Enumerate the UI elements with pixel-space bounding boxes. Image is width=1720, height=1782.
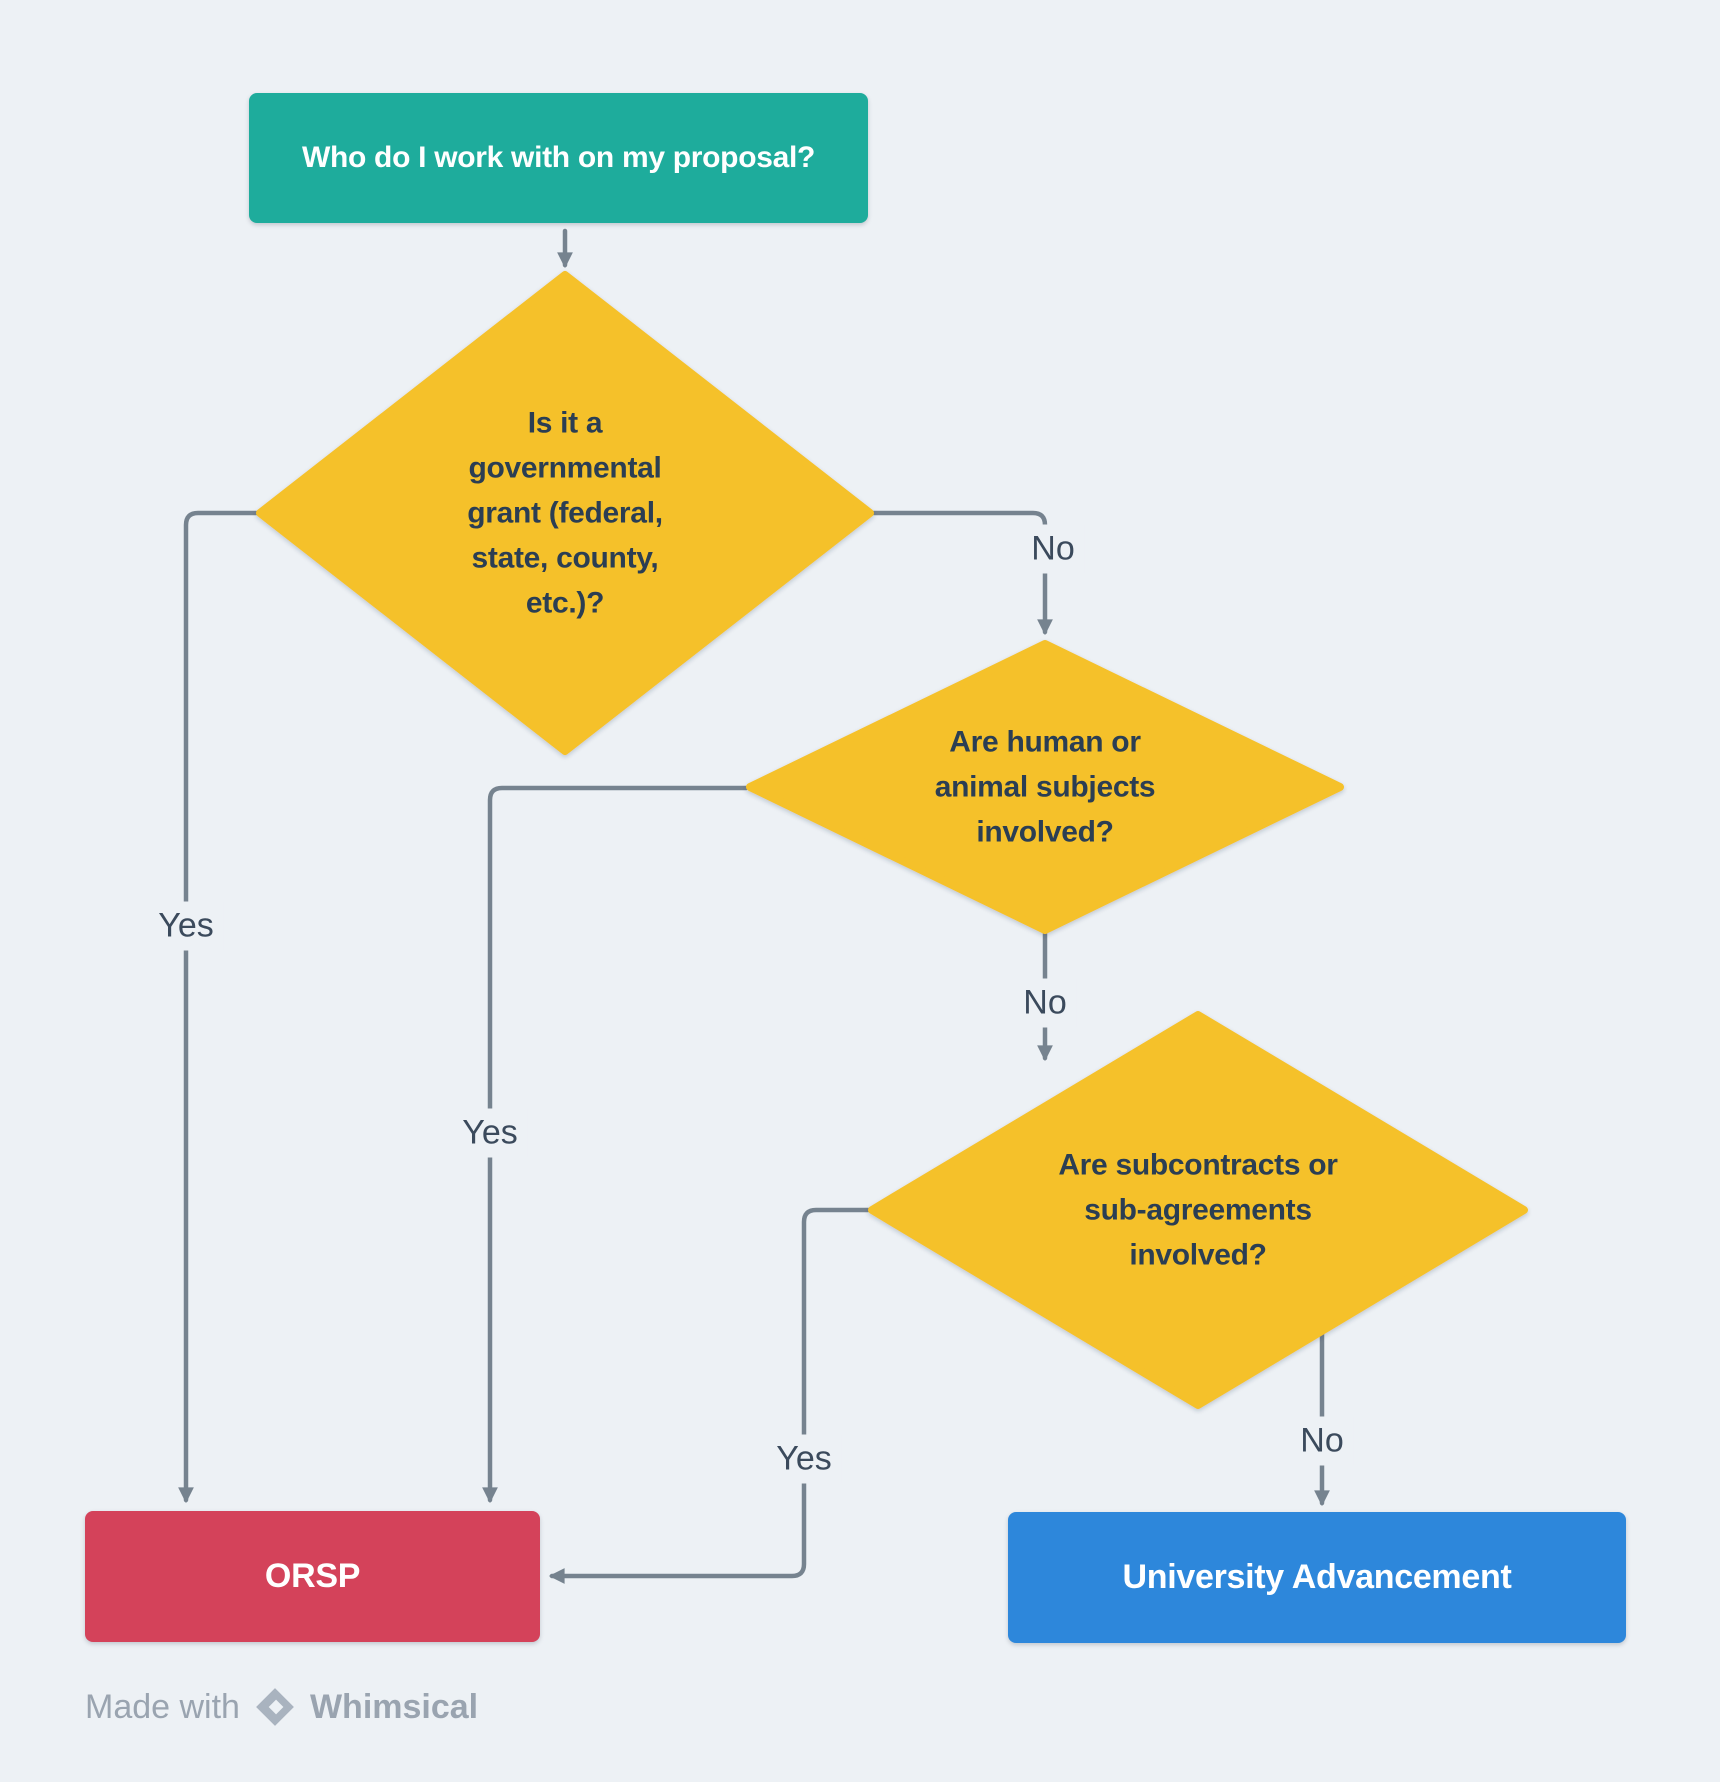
decision-diamond-subcontracts <box>868 1011 1528 1409</box>
decision-diamond-governmental-grant <box>256 271 874 755</box>
decision-label-subcontracts: Are subcontracts or sub-agreements invol… <box>1058 1148 1338 1272</box>
start-node-label: Who do I work with on my proposal? <box>301 141 816 174</box>
outcome-node-orsp: ORSP <box>85 1511 540 1642</box>
footer-whimsical-brand-text: Whimsical <box>309 1687 479 1726</box>
decision-diamond-human-animal-subjects <box>746 640 1344 934</box>
edge-label-d3-yes: Yes <box>766 1434 842 1484</box>
edge-d1-no-to-d2 <box>871 510 1053 636</box>
outcome-node-university-advancement: University Advancement <box>1008 1512 1626 1643</box>
edge-label-d1-yes: Yes <box>148 901 224 951</box>
edge-d1-yes-to-orsp <box>178 510 259 1504</box>
edge-label-d2-no: No <box>1013 978 1077 1028</box>
decision-label-human-animal-subjects: Are human or animal subjects involved? <box>934 725 1156 849</box>
start-node: Who do I work with on my proposal? <box>249 93 868 223</box>
edge-d2-yes-to-orsp <box>482 785 749 1504</box>
edge-d3-yes-to-orsp <box>548 1207 871 1584</box>
edge-label-d2-yes: Yes <box>452 1108 528 1158</box>
edge-label-d1-no: No <box>1021 524 1085 574</box>
whimsical-logo-icon <box>256 1688 294 1726</box>
outcome-node-ua-label: University Advancement <box>1122 1558 1512 1596</box>
outcome-node-orsp-label: ORSP <box>264 1557 361 1595</box>
edge-label-d3-no: No <box>1290 1416 1354 1466</box>
decision-label-governmental-grant: Is it a governmental grant (federal, sta… <box>467 406 663 620</box>
made-with-whimsical-footer[interactable]: Made with Whimsical <box>85 1686 478 1728</box>
footer-made-with-text: Made with <box>85 1687 240 1726</box>
